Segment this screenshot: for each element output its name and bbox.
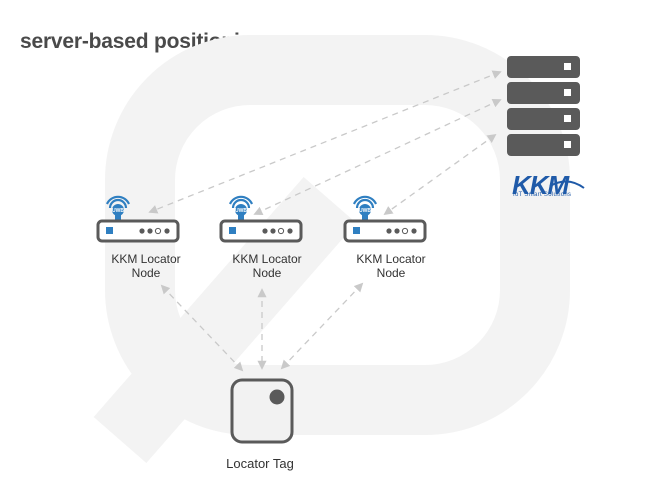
svg-text:UWB: UWB [359, 208, 371, 214]
wifi-icon [228, 195, 254, 209]
locator-tag-icon [230, 378, 294, 444]
uwb-badge [112, 204, 124, 216]
link-node3-tag [280, 282, 364, 370]
link-node1-tag [160, 284, 244, 372]
uwb-badge [359, 204, 371, 216]
link-server-node2 [253, 98, 502, 216]
locator-node-1: UWB [96, 195, 180, 243]
svg-text:UWB: UWB [235, 208, 247, 214]
locator-node-2: UWB [219, 195, 303, 243]
node-2-label: KKM Locator Node [232, 252, 302, 280]
locator-node-3: UWB [343, 195, 427, 243]
server-icon [507, 56, 580, 156]
node-1-label: KKM Locator Node [111, 252, 181, 280]
kkm-logo: KKM [512, 170, 569, 200]
svg-text:UWB: UWB [112, 208, 124, 214]
node-3-label: KKM Locator Node [356, 252, 426, 280]
wifi-icon [352, 195, 378, 209]
link-server-node3 [383, 133, 497, 216]
kkm-logo-swoosh [549, 180, 585, 189]
kkm-logo-tagline: IoT Smart Solutions [513, 192, 572, 198]
tag-label: Locator Tag [226, 456, 294, 471]
wifi-icon [105, 195, 131, 209]
uwb-badge [235, 204, 247, 216]
